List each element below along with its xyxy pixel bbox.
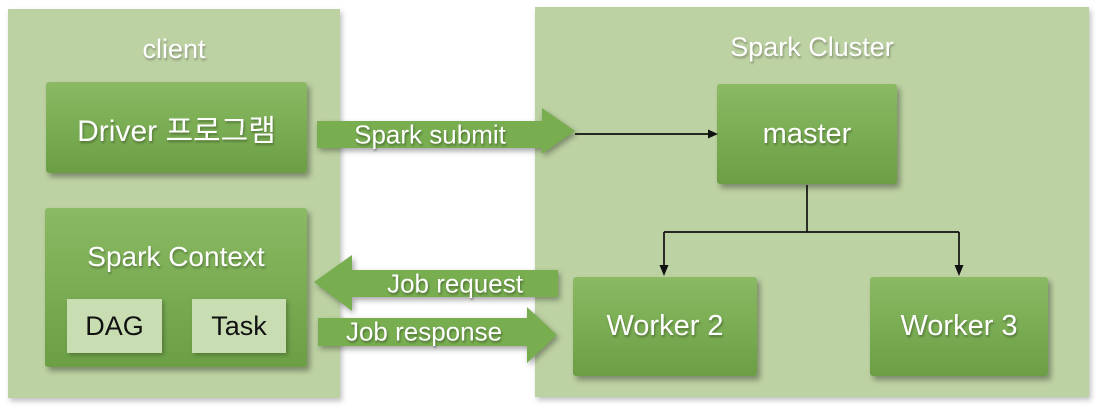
task-label: Task bbox=[211, 310, 267, 341]
left-arrow-shape bbox=[314, 255, 558, 311]
job-request-label: Job request bbox=[387, 268, 523, 299]
job-response-arrow: Job response bbox=[318, 307, 557, 363]
worker-3-box: Worker 3 bbox=[870, 277, 1048, 376]
right-arrow-shape bbox=[318, 307, 557, 363]
job-request-arrow: Job request bbox=[314, 255, 558, 311]
job-response-label: Job response bbox=[345, 316, 503, 347]
spark-submit-label: Spark submit bbox=[354, 119, 506, 150]
worker-2-label: Worker 2 bbox=[606, 310, 724, 342]
client-panel-title: client bbox=[142, 34, 206, 64]
dag-label: DAG bbox=[85, 310, 144, 341]
driver-program-label: Driver 프로그램 bbox=[77, 114, 276, 148]
task-box: Task bbox=[192, 299, 286, 353]
spark-cluster-panel-title: Spark Cluster bbox=[730, 32, 894, 62]
spark-context-box: Spark Context DAG Task bbox=[45, 208, 307, 367]
spark-context-label: Spark Context bbox=[87, 241, 265, 272]
driver-program-box: Driver 프로그램 bbox=[46, 82, 307, 173]
spark-submit-arrow: Spark submit bbox=[317, 108, 575, 154]
right-arrow-shape bbox=[317, 108, 575, 154]
worker-3-label: Worker 3 bbox=[900, 310, 1018, 342]
master-box: master bbox=[717, 84, 897, 184]
dag-box: DAG bbox=[67, 299, 162, 353]
worker-2-box: Worker 2 bbox=[573, 277, 757, 376]
master-label: master bbox=[762, 117, 852, 150]
